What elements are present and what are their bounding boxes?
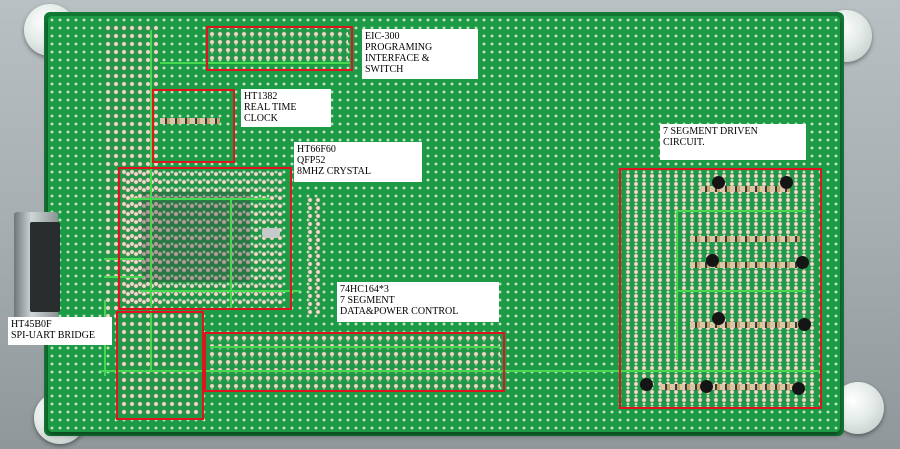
transistor [640,378,653,391]
label-eic300: EIC-300 PROGRAMING INTERFACE & SWITCH [362,29,478,79]
crystal [262,228,280,238]
transistor [798,318,811,331]
wire [676,290,806,292]
transistor [700,380,713,393]
label-ht1382-line1: HT1382 [244,91,278,102]
label-hc164-line3: DATA&POWER CONTROL [340,306,459,317]
highlight-box-ht45b0f [116,311,204,420]
pad-field-header [208,30,348,60]
pad-field-mid-column [306,196,322,316]
transistor [780,176,793,189]
segment-resistor-row-1 [700,186,790,192]
pad-field-lower-left [120,312,200,416]
transistor [706,254,719,267]
highlight-box-hc164 [204,332,505,392]
db25-connector-pins [30,222,60,312]
label-ht45b0f: HT45B0F SPI-UART BRIDGE [8,317,112,345]
label-ht45b0f-line1: HT45B0F [11,319,52,330]
label-eic300-line4: SWITCH [365,64,404,75]
label-ht1382: HT1382 REAL TIME CLOCK [241,89,331,127]
transistor [712,176,725,189]
label-eic300-line2: PROGRAMING [365,42,433,53]
wire [104,276,144,278]
wire [100,370,820,372]
transistor [792,382,805,395]
wire [676,210,806,212]
segment-resistor-row-4 [690,322,800,328]
highlight-box-eic300 [206,26,353,71]
highlight-box-ht66f60 [118,167,292,310]
label-hc164-line1: 74HC164*3 [340,284,389,295]
label-ht66f60: HT66F60 QFP52 8MHZ CRYSTAL [294,142,422,182]
highlight-box-ht1382 [152,89,235,163]
wire [150,30,152,370]
transistor [712,312,725,325]
wire [676,210,678,360]
label-seven-segment-line1: 7 SEGMENT DRIVEN [663,126,758,137]
label-ht45b0f-line2: SPI-UART BRIDGE [11,330,95,341]
label-seven-segment-line2: CIRCUIT. [663,137,705,148]
label-ht1382-line3: CLOCK [244,113,278,124]
mcu-chip [142,192,250,282]
rtc-component-row [160,118,220,124]
label-ht1382-line2: REAL TIME [244,102,297,113]
pad-field-hc164 [208,334,500,390]
wire [130,198,270,200]
segment-resistor-row-2 [690,236,800,242]
segment-resistor-row-3 [690,262,800,268]
label-ht66f60-line3: 8MHZ CRYSTAL [297,166,371,177]
wire [104,258,144,260]
wire [160,62,350,64]
label-hc164-line2: 7 SEGMENT [340,295,395,306]
wire [210,346,500,348]
transistor [796,256,809,269]
label-seven-segment-driven: 7 SEGMENT DRIVEN CIRCUIT. [660,124,806,160]
segment-resistor-row-5 [660,384,800,390]
label-eic300-line3: INTERFACE & [365,53,430,64]
label-ht66f60-line1: HT66F60 [297,144,336,155]
label-eic300-line1: EIC-300 [365,31,400,42]
label-hc164: 74HC164*3 7 SEGMENT DATA&POWER CONTROL [337,282,499,322]
label-ht66f60-line2: QFP52 [297,155,326,166]
wire [140,290,300,292]
highlight-box-seven-segment [619,168,822,409]
wire [230,198,232,308]
